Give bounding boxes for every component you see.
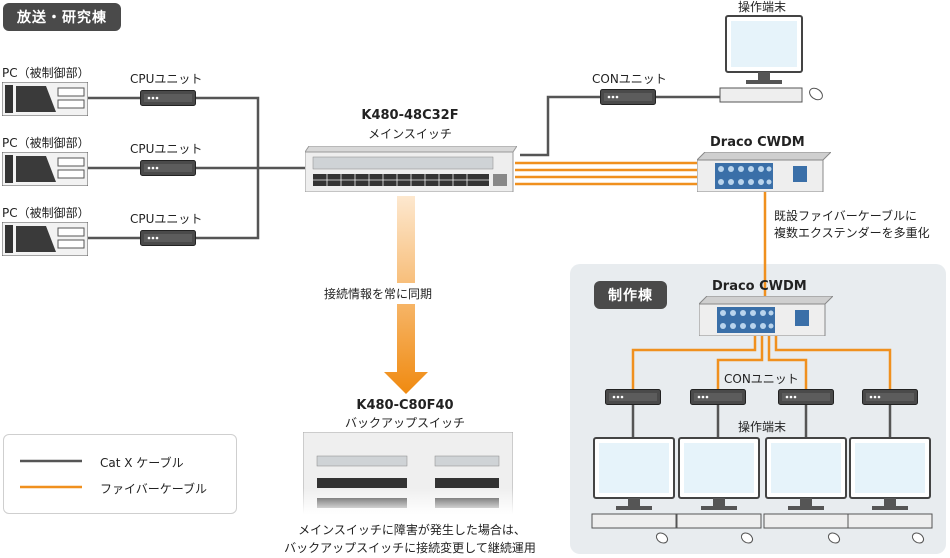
production-building-tag: 制作棟 xyxy=(594,281,667,309)
operator-terminal-label-top: 操作端末 xyxy=(738,0,787,14)
backup-switch-desc: バックアップスイッチ xyxy=(344,416,465,430)
cpu-unit-label-3: CPUユニット xyxy=(130,212,203,226)
sync-label: 接続情報を常に同期 xyxy=(320,283,437,304)
fiber-branch-3 xyxy=(767,334,808,390)
cwdm-label-bottom: Draco CWDM xyxy=(712,279,807,294)
pc-1 xyxy=(2,82,88,116)
pc-3 xyxy=(2,222,88,256)
cpu-unit-1 xyxy=(140,90,196,106)
pc-label-2: PC（被制御部） xyxy=(2,136,90,150)
fiber-branch-1 xyxy=(631,334,757,390)
main-switch-desc: メインスイッチ xyxy=(368,127,452,141)
operator-terminal-prod-2 xyxy=(676,437,762,544)
con-unit-prod-4 xyxy=(862,389,918,405)
pc-label-3: PC（被制御部） xyxy=(2,206,90,220)
cwdm-note-line-1: 既設ファイバーケーブルに xyxy=(774,209,918,223)
cat-line-cpu3 xyxy=(196,168,260,240)
con-unit-top xyxy=(600,89,656,105)
operator-terminal-label-bottom: 操作端末 xyxy=(738,420,787,434)
con-unit-prod-3 xyxy=(778,389,834,405)
pc-2 xyxy=(2,152,88,186)
con-unit-prod-1 xyxy=(605,389,661,405)
main-switch-model: K480-48C32F xyxy=(361,108,459,123)
operator-terminal-prod-4 xyxy=(847,437,933,544)
failover-note-line-1: メインスイッチに障害が発生した場合は、 xyxy=(298,523,526,537)
con-unit-label-top: CONユニット xyxy=(592,72,667,86)
cat-line-con xyxy=(520,95,600,157)
operator-terminal-prod-1 xyxy=(591,437,677,544)
legend-fiber-swatch xyxy=(20,485,82,489)
cpu-unit-3 xyxy=(140,230,196,246)
broadcast-building-tag: 放送・研究棟 xyxy=(3,3,121,31)
operator-terminal-top xyxy=(719,15,823,103)
legend xyxy=(3,434,237,514)
backup-switch xyxy=(303,432,513,514)
cpu-unit-label-1: CPUユニット xyxy=(130,72,203,86)
cwdm-note-line-2: 複数エクステンダーを多重化 xyxy=(774,226,930,240)
backup-switch-model: K480-C80F40 xyxy=(356,398,454,413)
legend-cat-label: Cat X ケーブル xyxy=(100,456,184,470)
fiber-branch-2 xyxy=(716,334,764,390)
con-unit-label-bottom: CONユニット xyxy=(724,372,799,386)
operator-terminal-prod-3 xyxy=(763,437,849,544)
fiber-branch-4 xyxy=(774,334,892,390)
cat-line-cpu1 xyxy=(196,96,260,168)
pc-label-1: PC（被制御部） xyxy=(2,66,90,80)
cpu-unit-2 xyxy=(140,160,196,176)
legend-cat-swatch xyxy=(20,459,82,463)
cpu-unit-label-2: CPUユニット xyxy=(130,142,203,156)
failover-note-line-2: バックアップスイッチに接続変更して継続運用 xyxy=(284,541,536,555)
cwdm-label-top: Draco CWDM xyxy=(710,135,805,150)
cwdm-bottom xyxy=(699,296,833,336)
legend-fiber-label: ファイバーケーブル xyxy=(100,482,208,496)
main-switch xyxy=(305,146,517,192)
cwdm-top xyxy=(697,152,831,192)
con-unit-prod-2 xyxy=(690,389,746,405)
